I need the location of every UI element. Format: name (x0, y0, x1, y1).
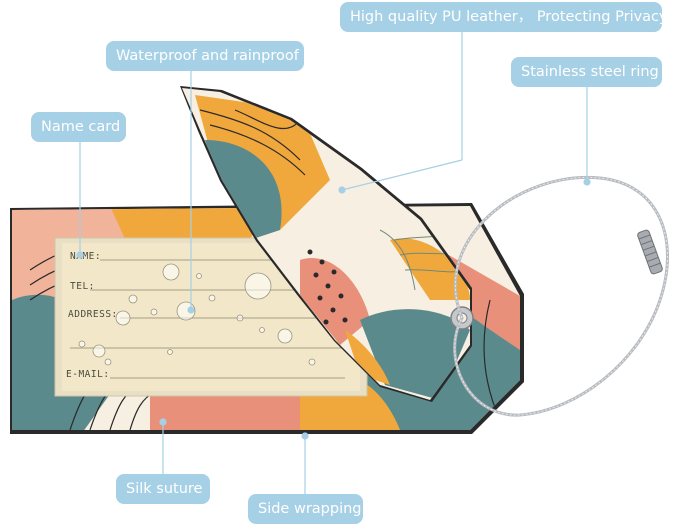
callout-side-wrapping: Side wrapping (248, 494, 363, 524)
callout-waterproof: Waterproof and rainproof (106, 41, 304, 71)
water-droplets (78, 263, 316, 366)
callout-steel-ring: Stainless steel ring (511, 57, 662, 87)
card-field-address: ADDRESS: (68, 309, 118, 320)
callout-name-card: Name card (31, 112, 126, 142)
leader-lines (76, 32, 591, 494)
callout-pu-leather: High quality PU leather， Protecting Priv… (340, 2, 668, 32)
card-field-name: NAME: (70, 251, 101, 262)
stainless-steel-ring (453, 175, 669, 417)
card-field-tel: TEL: (70, 281, 95, 292)
card-field-email: E-MAIL: (66, 369, 110, 380)
callout-silk-suture: Silk suture (116, 474, 210, 504)
